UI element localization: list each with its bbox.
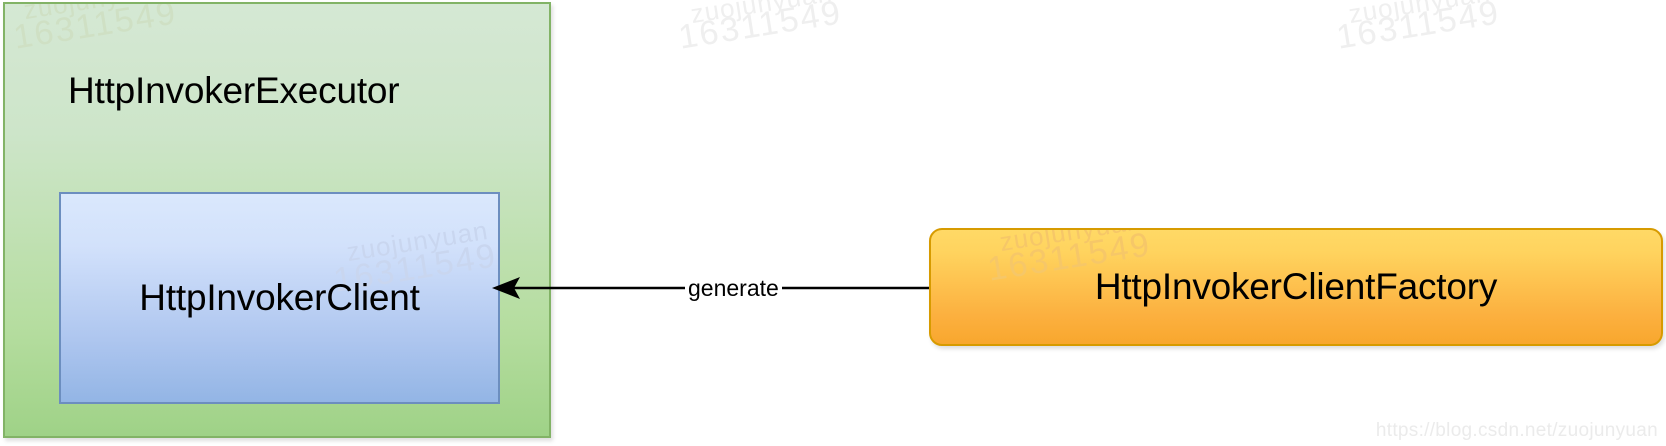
node-http-invoker-executor[interactable]: zuojunyuan 16311549 HttpInvokerExecutor … — [3, 2, 551, 438]
watermark-username: zuojunyuan — [1346, 0, 1493, 30]
edge-label-generate: generate — [685, 275, 782, 301]
node-http-invoker-client[interactable]: zuojunyuan 16311549 HttpInvokerClient — [59, 192, 500, 404]
watermark-username: zuojunyuan — [21, 4, 167, 26]
watermark-username: zuojunyuan — [997, 228, 1144, 258]
watermark-username: zuojunyuan — [344, 215, 491, 268]
watermark-username: zuojunyuan — [688, 0, 835, 30]
watermark-user-id: 16311549 — [1333, 0, 1503, 57]
watermark-user-id: 16311549 — [675, 0, 845, 57]
node-http-invoker-client-factory[interactable]: zuojunyuan 16311549 HttpInvokerClientFac… — [929, 228, 1663, 346]
watermark-user-id: 16311549 — [10, 2, 180, 57]
node-label-factory: HttpInvokerClientFactory — [1094, 266, 1498, 307]
node-label-client: HttpInvokerClient — [139, 277, 420, 318]
node-label-executor: HttpInvokerExecutor — [68, 70, 400, 111]
watermark-source-url: https://blog.csdn.net/zuojunyuan — [1375, 420, 1658, 441]
arrowhead-icon — [492, 277, 520, 299]
